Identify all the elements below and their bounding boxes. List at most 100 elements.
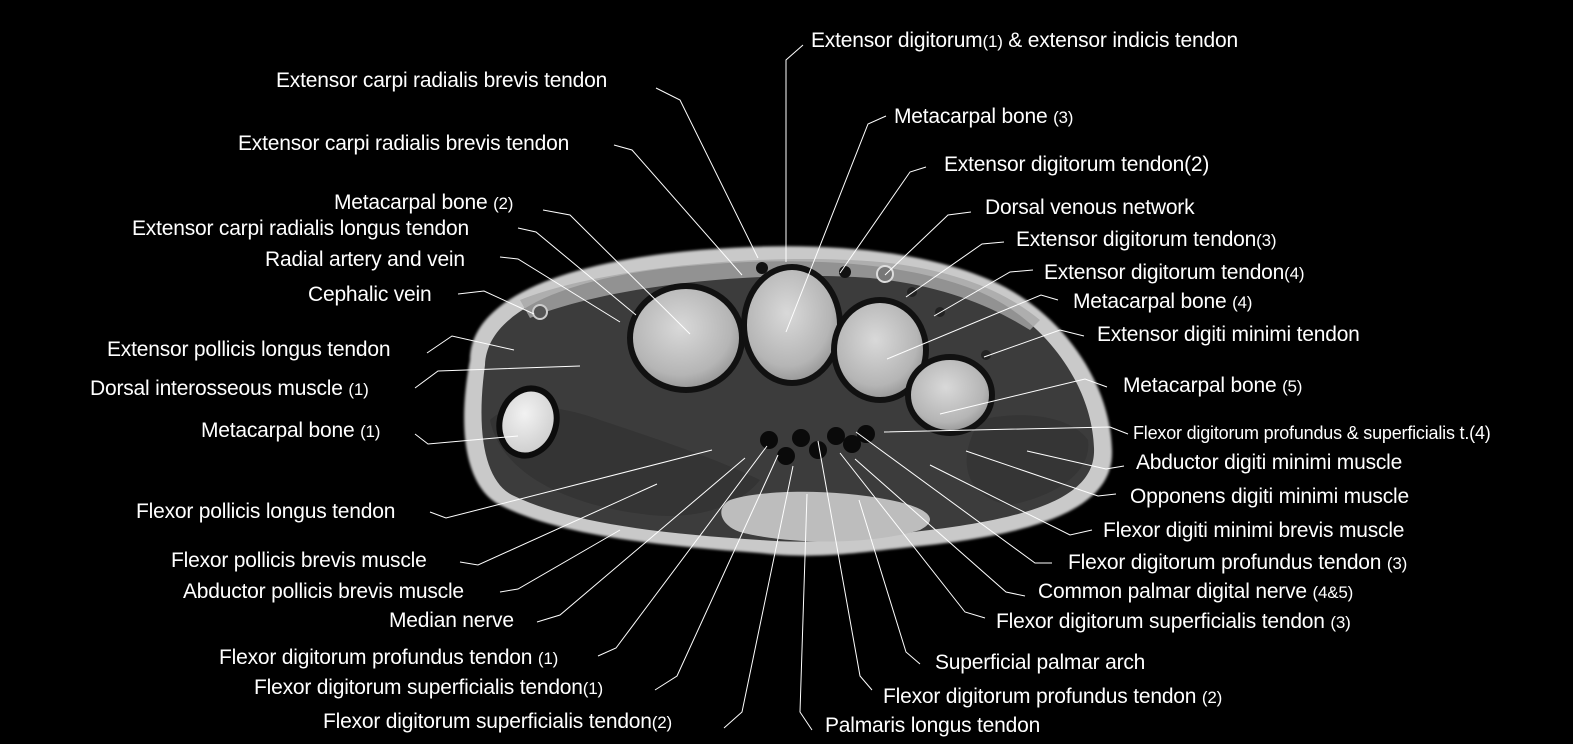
label-text: Flexor digitorum profundus tendon <box>1068 551 1387 574</box>
leader-line-dorsal-interosseous-1 <box>414 365 581 389</box>
label-text: Abductor pollicis brevis muscle <box>183 580 464 603</box>
label-ecrl: Extensor carpi radialis longus tendon <box>132 217 469 241</box>
label-text: Extensor digitorum tendon(2) <box>944 153 1210 176</box>
label-apb: Abductor pollicis brevis muscle <box>183 580 464 604</box>
label-ecrb-2: Extensor carpi radialis brevis tendon <box>238 132 569 156</box>
label-number: (4&5) <box>1312 583 1354 602</box>
label-fpb: Flexor pollicis brevis muscle <box>171 549 427 573</box>
label-fdp-3: Flexor digitorum profundus tendon (3) <box>1068 551 1407 576</box>
label-number: (1) <box>582 679 603 698</box>
label-ext-dig-2: Extensor digitorum tendon(2) <box>944 153 1209 177</box>
label-superficial-palmar-arch: Superficial palmar arch <box>935 651 1145 675</box>
label-text: Extensor digitorum tendon <box>1016 228 1257 251</box>
label-text: Flexor digitorum superficialis tendon <box>996 610 1331 633</box>
label-ext-dig-1-indicis: Extensor digitorum(1) & extensor indicis… <box>811 29 1238 54</box>
label-fdp-2: Flexor digitorum profundus tendon (2) <box>883 685 1222 710</box>
flexor-tendon <box>857 425 875 443</box>
label-dorsal-interosseous-1: Dorsal interosseous muscle (1) <box>90 377 369 402</box>
leader-line-ext-dig-3 <box>905 241 1005 298</box>
leader-line-palmaris-longus <box>799 493 813 731</box>
label-text: Flexor digitorum superficialis tendon <box>323 710 652 733</box>
leader-line-mc-1 <box>414 433 519 445</box>
extensor-tendon <box>981 350 991 360</box>
leader-line-fdp-3 <box>855 431 1052 564</box>
label-text: Flexor digitorum profundus tendon <box>883 685 1202 708</box>
label-text: Extensor digitorum <box>811 29 983 52</box>
label-mc-2: Metacarpal bone (2) <box>334 191 513 216</box>
leader-line-flex-dig-minimi-brevis <box>929 464 1093 536</box>
leader-line-superficial-palmar-arch <box>858 499 921 665</box>
leader-line-fds-2 <box>723 465 794 729</box>
label-fdp-1: Flexor digitorum profundus tendon (1) <box>219 646 558 671</box>
leader-line-fdp-1 <box>597 445 768 657</box>
leader-line-radial-artery-vein <box>499 256 621 323</box>
metacarpal-2 <box>627 283 745 393</box>
leader-line-apb <box>499 529 621 593</box>
metacarpal-1 <box>496 385 560 459</box>
metacarpal-4 <box>831 297 929 403</box>
flexor-tendon <box>843 435 861 453</box>
leader-lines <box>414 44 1129 731</box>
label-flex-dig-minimi-brevis: Flexor digiti minimi brevis muscle <box>1103 519 1404 543</box>
leader-line-fds-1 <box>654 454 779 691</box>
leader-line-fpl <box>429 449 713 519</box>
label-text-rest: & extensor indicis tendon <box>1002 29 1238 52</box>
label-text: Metacarpal bone <box>201 419 361 442</box>
label-ext-dig-minimi: Extensor digiti minimi tendon <box>1097 323 1360 347</box>
label-text: Abductor digiti minimi muscle <box>1136 451 1403 474</box>
leader-line-epl <box>426 335 515 354</box>
flexor-tendon <box>827 427 845 445</box>
label-text: Metacarpal bone <box>1123 374 1283 397</box>
leader-line-abd-dig-minimi <box>1026 450 1125 470</box>
leader-line-ext-dig-2 <box>839 166 927 274</box>
label-text: Superficial palmar arch <box>935 651 1146 674</box>
leader-line-ext-dig-4 <box>933 269 1034 317</box>
label-text: Extensor pollicis longus tendon <box>107 338 391 361</box>
leader-line-ecrb-2 <box>613 144 743 276</box>
label-text: Extensor carpi radialis longus tendon <box>132 217 469 240</box>
flexor-tendon <box>809 441 827 459</box>
leader-line-ecrl <box>517 227 637 316</box>
label-number: (3) <box>1386 554 1408 573</box>
label-abd-dig-minimi: Abductor digiti minimi muscle <box>1136 451 1402 475</box>
label-text: Flexor digitorum profundus tendon <box>219 646 538 669</box>
metacarpal-3 <box>741 264 843 386</box>
leader-line-mc-3 <box>785 115 887 333</box>
label-text: Flexor digiti minimi brevis muscle <box>1103 519 1405 542</box>
label-epl: Extensor pollicis longus tendon <box>107 338 391 362</box>
label-number: (2) <box>1201 688 1223 707</box>
label-text: Flexor pollicis longus tendon <box>136 500 396 523</box>
label-text: Dorsal interosseous muscle <box>90 377 349 400</box>
label-fdp-fds-4: Flexor digitorum profundus & superficial… <box>1133 421 1491 445</box>
leader-line-mc-2 <box>542 209 691 335</box>
label-opponens-dig-minimi: Opponens digiti minimi muscle <box>1130 485 1409 509</box>
leader-line-ext-dig-1-indicis <box>785 44 804 262</box>
label-median-nerve: Median nerve <box>389 609 514 633</box>
label-radial-artery-vein: Radial artery and vein <box>265 248 465 272</box>
label-text: Extensor digiti minimi tendon <box>1097 323 1360 346</box>
cephalic-vein <box>532 304 548 320</box>
label-number: (3) <box>1330 613 1351 632</box>
flexor-tendon <box>760 431 778 449</box>
leader-line-mc-4 <box>886 294 1059 360</box>
label-text: Common palmar digital nerve <box>1038 580 1313 603</box>
label-text: Flexor digitorum superficialis tendon <box>254 676 583 699</box>
label-text: Dorsal venous network <box>985 196 1195 219</box>
label-number: (4) <box>1232 293 1253 312</box>
leader-line-median-nerve <box>536 457 746 623</box>
label-mc-5: Metacarpal bone (5) <box>1123 374 1302 399</box>
label-text: Metacarpal bone <box>334 191 494 214</box>
label-dorsal-venous: Dorsal venous network <box>985 196 1195 220</box>
label-fds-3: Flexor digitorum superficialis tendon (3… <box>996 610 1351 635</box>
metacarpal-5 <box>905 354 995 436</box>
label-text: Metacarpal bone <box>1073 290 1233 313</box>
leader-line-fdp-2 <box>817 440 873 691</box>
leader-line-common-palmar-nerve <box>854 458 1026 597</box>
label-text: Extensor carpi radialis brevis tendon <box>276 69 608 92</box>
leader-line-fpb <box>459 483 658 566</box>
label-number: (2) <box>493 194 514 213</box>
label-number: (1) <box>360 422 381 441</box>
leader-line-fds-3 <box>839 452 986 619</box>
label-number: (5) <box>1282 377 1303 396</box>
